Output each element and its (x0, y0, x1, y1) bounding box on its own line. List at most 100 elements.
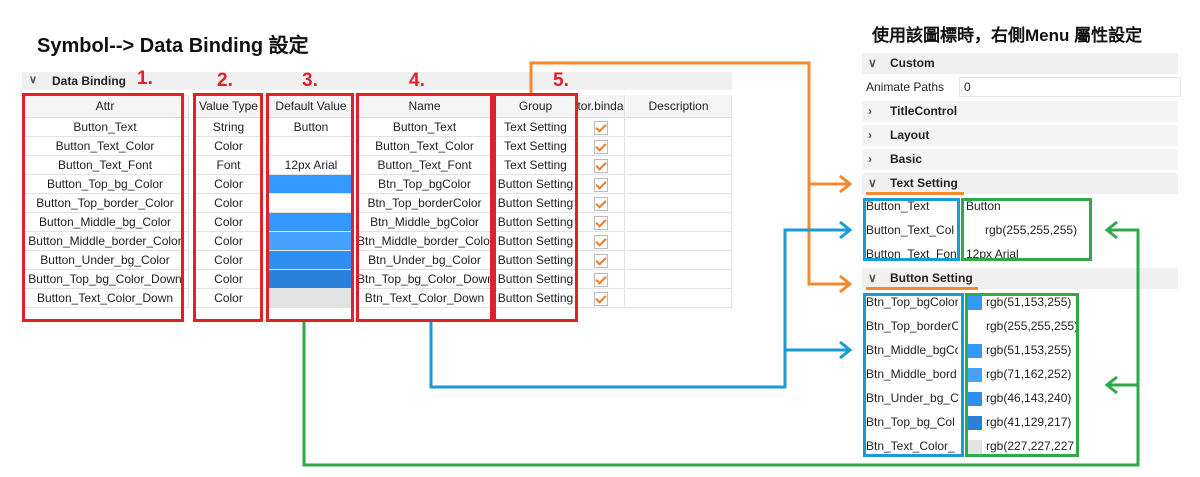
marker-2: 2. (217, 70, 233, 91)
cell-name: Button_Text_Color (357, 137, 493, 156)
green-connector (302, 220, 1140, 467)
button-prop-value[interactable]: rgb(46,143,240) (986, 391, 1072, 405)
default-color-swatch[interactable] (269, 175, 354, 194)
cell-editor-bindable (577, 213, 625, 232)
chevron-right-icon: › (868, 104, 872, 118)
color-swatch[interactable] (968, 320, 982, 334)
cell-name: Btn_Top_bgColor (357, 175, 493, 194)
group-text-setting-label: Text Setting (890, 176, 958, 190)
cell-attr: Button_Top_border_Color (22, 194, 189, 213)
cell-value-type: String (195, 118, 263, 137)
cell-editor-bindable (577, 175, 625, 194)
header-attr[interactable]: Attr (22, 95, 189, 118)
checkbox-checked-icon[interactable] (593, 235, 608, 249)
cell-attr: Button_Text_Color (22, 137, 189, 156)
button-prop-value[interactable]: rgb(51,153,255) (986, 295, 1072, 309)
cell-name: Btn_Under_bg_Color (357, 251, 493, 270)
animate-paths-row: Animate Paths 0 (862, 77, 1181, 98)
header-name[interactable]: Name (357, 95, 493, 118)
color-swatch[interactable] (968, 392, 982, 406)
cell-value-type: Color (195, 251, 263, 270)
cell-value-type: Color (195, 232, 263, 251)
default-color-swatch[interactable] (269, 232, 354, 251)
header-description[interactable]: Description (626, 95, 732, 118)
text-prop-value[interactable]: Button (966, 199, 1001, 213)
cell-editor-bindable (577, 270, 625, 289)
color-swatch[interactable] (968, 416, 982, 430)
cell-editor-bindable (577, 137, 625, 156)
header-default-value[interactable]: Default Value (269, 95, 354, 118)
cell-description (626, 232, 732, 251)
button-prop-value[interactable]: rgb(41,129,217) (986, 415, 1072, 429)
default-color-swatch[interactable] (269, 213, 354, 232)
cell-default-value: Button (269, 118, 354, 137)
group-custom[interactable]: ∨ Custom (862, 53, 1178, 74)
animate-paths-label: Animate Paths (866, 80, 945, 94)
cell-editor-bindable (577, 251, 625, 270)
cell-name: Btn_Top_borderColor (357, 194, 493, 213)
color-swatch[interactable] (968, 368, 982, 382)
button-prop-value[interactable]: rgb(51,153,255) (986, 343, 1072, 357)
marker-4: 4. (409, 70, 425, 91)
checkbox-checked-icon[interactable] (593, 254, 608, 268)
cell-value-type: Color (195, 289, 263, 308)
checkbox-checked-icon[interactable] (593, 273, 608, 287)
chevron-down-icon: ∨ (868, 176, 877, 190)
cell-default-value: 12px Arial (269, 156, 354, 175)
right-title: 使用該圖標時，右側Menu 屬性設定 (872, 26, 1143, 45)
group-basic[interactable]: › Basic (862, 149, 1178, 170)
color-swatch[interactable] (968, 344, 982, 358)
text-prop-value[interactable]: 12px Arial (966, 247, 1019, 261)
red-box-attr (22, 93, 184, 322)
cell-attr: Button_Top_bg_Color (22, 175, 189, 194)
button-prop-value[interactable]: rgb(255,255,255) (986, 319, 1079, 333)
button-prop-label: Btn_Top_bg_Col (866, 415, 955, 429)
header-editor-bindable[interactable]: tor.binda (577, 95, 625, 118)
green-box-text-values (961, 198, 1092, 261)
group-titlecontrol-label: TitleControl (890, 104, 958, 118)
button-prop-value[interactable]: rgb(71,162,252) (986, 367, 1072, 381)
checkbox-checked-icon[interactable] (593, 159, 608, 173)
button-prop-label: Btn_Middle_bgCo (866, 343, 958, 357)
animate-paths-input[interactable]: 0 (959, 77, 1181, 97)
cell-description (626, 270, 732, 289)
cell-name: Btn_Text_Color_Down (357, 289, 493, 308)
group-layout[interactable]: › Layout (862, 125, 1178, 146)
group-text-setting[interactable]: ∨ Text Setting (862, 173, 1178, 194)
default-color-swatch[interactable] (269, 194, 354, 213)
data-binding-section-header[interactable]: ∨ Data Binding (22, 72, 732, 90)
color-swatch[interactable] (968, 296, 982, 310)
button-prop-value[interactable]: rgb(227,227,227 (986, 439, 1075, 453)
default-color-swatch[interactable] (269, 270, 354, 289)
cell-attr: Button_Top_bg_Color_Down (22, 270, 189, 289)
cell-group: Button Setting (496, 213, 576, 232)
cell-value-type: Color (195, 175, 263, 194)
checkbox-checked-icon[interactable] (593, 197, 608, 211)
button-prop-label: Btn_Top_borderC (866, 319, 958, 333)
text-prop-value[interactable]: rgb(255,255,255) (985, 223, 1078, 237)
cell-attr: Button_Text_Font (22, 156, 189, 175)
cell-group: Button Setting (496, 289, 576, 308)
chevron-down-icon: ∨ (868, 56, 877, 70)
cell-description (626, 118, 732, 137)
group-basic-label: Basic (890, 152, 923, 166)
button-prop-label: Btn_Middle_bord (866, 367, 957, 381)
button-prop-label: Btn_Under_bg_C (866, 391, 958, 405)
checkbox-checked-icon[interactable] (593, 292, 608, 306)
color-swatch[interactable] (968, 440, 982, 454)
group-titlecontrol[interactable]: › TitleControl (862, 101, 1178, 122)
cell-attr: Button_Middle_border_Color (22, 232, 189, 251)
default-color-swatch[interactable] (269, 251, 354, 270)
checkbox-checked-icon[interactable] (593, 121, 608, 135)
group-button-setting[interactable]: ∨ Button Setting (862, 268, 1178, 289)
cell-value-type: Color (195, 213, 263, 232)
checkbox-checked-icon[interactable] (593, 216, 608, 230)
default-color-swatch[interactable] (269, 289, 354, 308)
cell-name: Button_Text_Font (357, 156, 493, 175)
cell-attr: Button_Text (22, 118, 189, 137)
checkbox-checked-icon[interactable] (593, 178, 608, 192)
checkbox-checked-icon[interactable] (593, 140, 608, 154)
green-box-button-values (965, 293, 1079, 457)
cell-group: Text Setting (496, 156, 576, 175)
